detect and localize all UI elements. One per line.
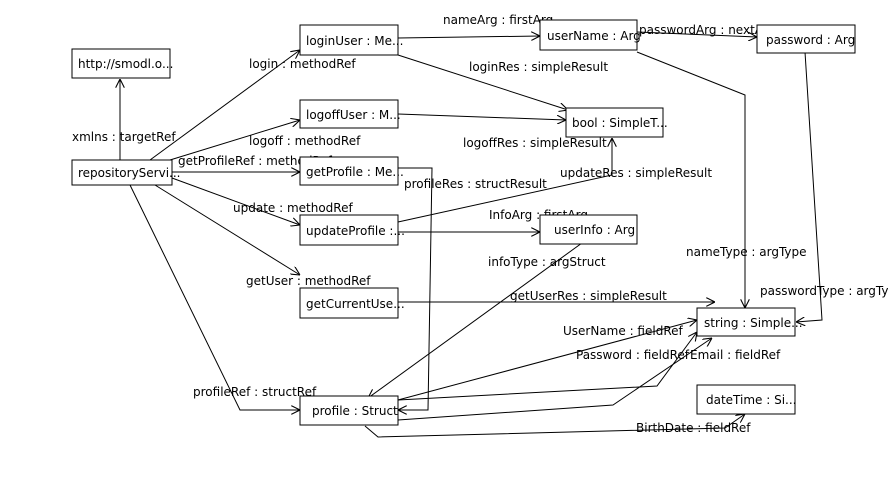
label-password-field: Password : fieldRef <box>576 348 690 362</box>
node-bool-label: bool : SimpleT... <box>572 116 668 130</box>
node-profile-label: profile : Struct <box>312 404 398 418</box>
node-password[interactable]: password : Arg <box>756 24 856 54</box>
edge-namearg <box>397 36 540 38</box>
label-nametype: nameType : argType <box>686 245 807 259</box>
edge-updateres <box>397 138 612 223</box>
node-repository-service-label: repositoryServi... <box>78 166 181 180</box>
label-email-field: Email : fieldRef <box>690 348 781 362</box>
node-update-profile-label: updateProfile :... <box>306 224 405 238</box>
node-datetime-label: dateTime : Si... <box>706 393 797 407</box>
edge-birthdate-field <box>364 414 745 438</box>
label-updateres: updateRes : simpleResult <box>560 166 712 180</box>
label-profileres: profileRes : structResult <box>404 177 547 191</box>
edge-logoff <box>169 120 300 161</box>
node-logoff-user[interactable]: logoffUser : M... <box>299 99 401 129</box>
node-repository-service[interactable]: repositoryServi... <box>71 159 181 186</box>
edge-username-field <box>397 320 697 401</box>
label-getuser: getUser : methodRef <box>246 274 371 288</box>
label-passwordarg: passwordArg : nextArg <box>639 23 775 37</box>
node-logoff-user-label: logoffUser : M... <box>306 108 401 122</box>
edge-logoffres <box>397 113 566 120</box>
label-birthdate-field: BirthDate : fieldRef <box>636 421 751 435</box>
edge-profileres <box>398 167 433 410</box>
node-string-label: string : Simple... <box>704 316 803 330</box>
edge-email-field <box>397 338 712 421</box>
label-loginres: loginRes : simpleResult <box>469 60 608 74</box>
edge-loginres <box>397 54 568 110</box>
edge-labels: xmlns : targetRef login : methodRef logo… <box>72 13 888 435</box>
edge-getuser <box>154 184 300 275</box>
label-logoffres: logoffRes : simpleResult <box>463 136 607 150</box>
label-infotype: infoType : argStruct <box>488 255 606 269</box>
node-string[interactable]: string : Simple... <box>696 307 803 337</box>
label-login: login : methodRef <box>249 57 356 71</box>
node-get-current-user[interactable]: getCurrentUse... <box>299 287 405 319</box>
label-getuserres: getUserRes : simpleResult <box>510 289 667 303</box>
edge-nametype <box>636 51 745 308</box>
edge-login <box>149 50 300 161</box>
node-user-name[interactable]: userName : Arg <box>539 19 641 51</box>
node-smodl-label: http://smodl.o... <box>78 57 173 71</box>
edge-profileref <box>129 184 300 410</box>
node-login-user-label: loginUser : Me... <box>306 34 403 48</box>
label-passwordtype: passwordType : argType <box>760 284 888 298</box>
node-update-profile[interactable]: updateProfile :... <box>299 214 405 246</box>
label-update: update : methodRef <box>233 201 353 215</box>
node-smodl[interactable]: http://smodl.o... <box>71 48 173 79</box>
edge-lines <box>120 31 823 438</box>
label-xmlns: xmlns : targetRef <box>72 130 176 144</box>
node-datetime[interactable]: dateTime : Si... <box>696 384 797 415</box>
node-user-name-label: userName : Arg <box>547 29 641 43</box>
edge-infotype <box>368 242 583 398</box>
label-logoff: logoff : methodRef <box>249 134 361 148</box>
edge-passwordtype <box>796 51 823 322</box>
node-user-info-label: userInfo : Arg <box>554 223 635 237</box>
label-getprofileref: getProfileRef : methodRef <box>178 154 333 168</box>
edge-password-field <box>397 332 697 401</box>
node-get-profile-label: getProfile : Me... <box>306 165 404 179</box>
node-password-label: password : Arg <box>766 33 855 47</box>
node-bool[interactable]: bool : SimpleT... <box>565 107 668 138</box>
edge-update <box>171 177 300 225</box>
label-profileref: profileRef : structRef <box>193 385 317 399</box>
label-username-field: UserName : fieldRef <box>563 324 684 338</box>
node-login-user[interactable]: loginUser : Me... <box>299 24 403 56</box>
node-get-current-user-label: getCurrentUse... <box>306 297 405 311</box>
node-user-info[interactable]: userInfo : Arg <box>539 214 638 245</box>
node-get-profile[interactable]: getProfile : Me... <box>299 156 404 186</box>
label-namearg: nameArg : firstArg <box>443 13 553 27</box>
edge-passwordarg <box>636 31 757 37</box>
node-profile[interactable]: profile : Struct <box>299 395 399 426</box>
nodes: http://smodl.o... repositoryServi... log… <box>71 19 856 426</box>
